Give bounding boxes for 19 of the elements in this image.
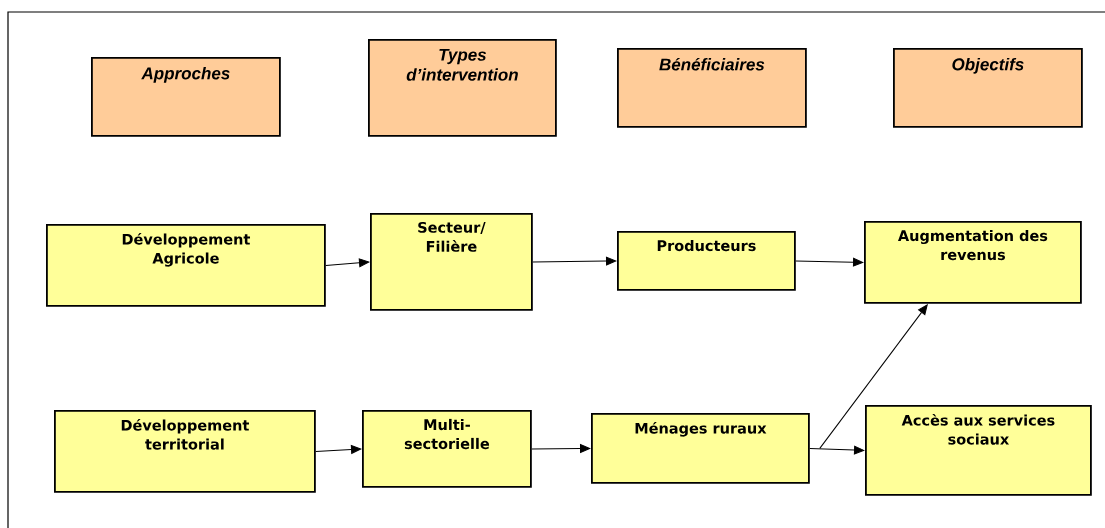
arrow — [325, 258, 370, 268]
arrow — [531, 444, 591, 453]
process-box: Développement Agricole — [46, 224, 326, 307]
arrow — [819, 304, 928, 449]
header-box: Bénéficiaires — [617, 48, 807, 128]
process-box: Multi-sectorielle — [362, 410, 532, 488]
header-box: Types d’intervention — [368, 39, 557, 137]
process-box: Producteurs — [617, 231, 796, 291]
arrow — [532, 256, 617, 266]
process-box: Développement territorial — [54, 410, 316, 493]
process-box: Augmentation des revenus — [864, 221, 1082, 304]
arrow — [795, 257, 864, 267]
process-box: Accès aux services sociaux — [865, 405, 1092, 496]
process-box: Secteur/ Filière — [370, 213, 533, 311]
process-box: Ménages ruraux — [591, 413, 810, 484]
arrow — [809, 445, 865, 455]
header-box: Approches — [91, 57, 281, 137]
header-box: Objectifs — [893, 48, 1083, 128]
arrow — [315, 445, 362, 454]
